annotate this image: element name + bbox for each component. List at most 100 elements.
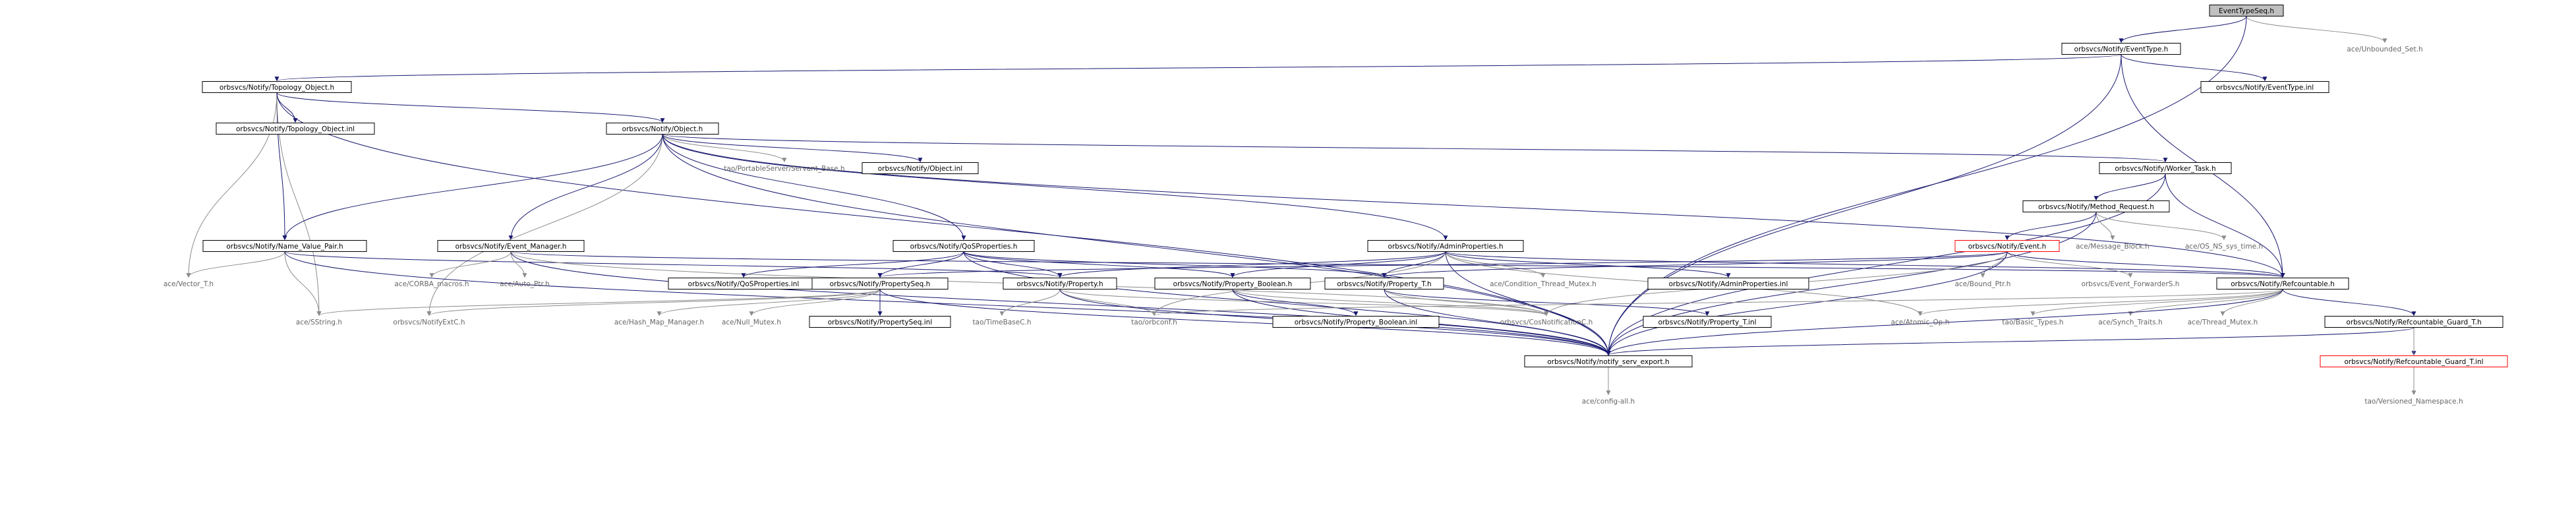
node-topology-object-h[interactable]: orbsvcs/Notify/Topology_Object.h	[202, 81, 352, 93]
node-property-seq-inl[interactable]: orbsvcs/Notify/PropertySeq.inl	[809, 316, 951, 328]
edge-name_value_pair-to-sstring	[284, 251, 322, 317]
edge-refcountable-to-synch_traits	[2128, 289, 2283, 317]
edge-refcountable-to-basic_types	[2030, 289, 2283, 317]
edge-event_h-to-event_forwarders	[2006, 251, 2133, 278]
edge-admin_properties-to-admin_properties_inl	[1445, 251, 1731, 278]
node-box	[216, 123, 375, 135]
node-label: tao/Basic_Types.h	[2002, 319, 2063, 326]
node-box	[2061, 43, 2181, 55]
edge-admin_properties-to-property_boolean	[1230, 251, 1446, 278]
node-box	[2200, 81, 2329, 93]
node-notify-serv-export[interactable]: orbsvcs/Notify/notify_serv_export.h	[1524, 355, 1693, 367]
node-box	[1154, 278, 1311, 289]
node-label: orbsvcs/Notify/Name_Value_Pair.h	[226, 243, 343, 251]
node-label: orbsvcs/Notify/Property.h	[1016, 280, 1103, 288]
node-property-boolean-inl[interactable]: orbsvcs/Notify/Property_Boolean.inl	[1272, 316, 1440, 328]
node-property-h[interactable]: orbsvcs/Notify/Property.h	[1003, 278, 1117, 289]
edge-property_boolean-to-cos_notification_c	[1232, 289, 1549, 317]
node-admin-properties-inl[interactable]: orbsvcs/Notify/AdminProperties.inl	[1647, 278, 1809, 289]
edge-property_h-to-cos_notification_c	[1059, 289, 1549, 317]
node-box	[1003, 278, 1117, 289]
node-label: ace/Vector_T.h	[163, 280, 214, 288]
node-object-inl[interactable]: orbsvcs/Notify/Object.inl	[862, 162, 979, 174]
node-property-t-inl[interactable]: orbsvcs/Notify/Property_T.inl	[1643, 316, 1772, 328]
edge-object_h-to-event_manager	[508, 134, 663, 241]
edge-root-to-unbounded_set	[2246, 16, 2387, 44]
node-name-value-pair[interactable]: orbsvcs/Notify/Name_Value_Pair.h	[202, 240, 367, 252]
node-label: ace/Auto_Ptr.h	[500, 280, 550, 288]
node-eventtype-inl[interactable]: orbsvcs/Notify/EventType.inl	[2200, 81, 2329, 93]
node-method-request[interactable]: orbsvcs/Notify/Method_Request.h	[2022, 200, 2170, 212]
edge-property_t-to-notify_serv_export	[1384, 289, 1611, 356]
edge-qos_properties-to-notify_serv_export	[963, 251, 1611, 356]
node-label: orbsvcs/Notify/Worker_Task.h	[2115, 165, 2215, 173]
node-corba-macros: ace/CORBA_macros.h	[394, 280, 469, 288]
node-worker-task[interactable]: orbsvcs/Notify/Worker_Task.h	[2099, 162, 2232, 174]
node-refcountable-guard-t[interactable]: orbsvcs/Notify/Refcountable_Guard_T.h	[2324, 316, 2503, 328]
node-qos-properties[interactable]: orbsvcs/Notify/QoSProperties.h	[893, 240, 1035, 252]
node-box	[862, 162, 979, 174]
node-message-block: ace/Message_Block.h	[2076, 243, 2150, 251]
node-admin-properties[interactable]: orbsvcs/Notify/AdminProperties.h	[1367, 240, 1524, 252]
node-os-ns-sys-time: ace/OS_NS_sys_time.h	[2185, 243, 2263, 251]
node-box	[811, 278, 949, 289]
node-qos-properties-inl[interactable]: orbsvcs/Notify/QoSProperties.inl	[668, 278, 819, 289]
edge-name_value_pair-to-notify_serv_export	[284, 251, 1611, 356]
edge-property_t-to-property_t_inl	[1384, 289, 1710, 317]
node-box	[202, 81, 352, 93]
node-atomic-op: ace/Atomic_Op.h	[1891, 319, 1950, 326]
edge-property_t-to-cos_notification_c	[1384, 289, 1549, 317]
node-event-h[interactable]: orbsvcs/Notify/Event.h	[1954, 240, 2060, 252]
node-cos-notification-c: orbsvcs/CosNotificationC.h	[1500, 319, 1593, 326]
node-label: orbsvcs/Notify/Object.h	[622, 125, 703, 133]
node-label: ace/Condition_Thread_Mutex.h	[1490, 280, 1596, 288]
edge-refcountable-to-refcountable_guard_t	[2282, 289, 2416, 317]
node-event-manager[interactable]: orbsvcs/Notify/Event_Manager.h	[437, 240, 585, 252]
node-eventtype-h[interactable]: orbsvcs/Notify/EventType.h	[2061, 43, 2181, 55]
node-thread-mutex: ace/Thread_Mutex.h	[2188, 319, 2258, 326]
node-label: orbsvcs/Notify/EventType.inl	[2216, 84, 2314, 92]
node-label: orbsvcs/Notify/Property_T.inl	[1658, 319, 1756, 326]
node-label: orbsvcs/Notify/Topology_Object.h	[220, 84, 334, 92]
node-refcountable[interactable]: orbsvcs/Notify/Refcountable.h	[2216, 278, 2349, 289]
edge-object_h-to-portable_server	[662, 134, 787, 163]
node-label: ace/Unbounded_Set.h	[2347, 46, 2422, 53]
node-box	[1954, 240, 2060, 252]
node-label: orbsvcs/CosNotificationC.h	[1500, 319, 1593, 326]
node-label: orbsvcs/Notify/PropertySeq.h	[830, 280, 931, 288]
edge-object_h-to-admin_properties	[662, 134, 1448, 241]
edge-qos_properties-to-property_h	[963, 251, 1063, 278]
edge-topology_object_h-to-topology_object_inl	[276, 92, 298, 123]
edge-property_seq-to-notify_serv_export	[879, 289, 1611, 356]
node-property-t[interactable]: orbsvcs/Notify/Property_T.h	[1324, 278, 1444, 289]
node-label: orbsvcs/Notify/Object.inl	[878, 165, 962, 173]
edge-admin_properties-to-condition_thread_mutex	[1445, 251, 1546, 278]
node-property-boolean[interactable]: orbsvcs/Notify/Property_Boolean.h	[1154, 278, 1311, 289]
node-box	[2022, 200, 2170, 212]
node-label: orbsvcs/Notify/PropertySeq.inl	[828, 319, 933, 326]
node-box	[2324, 316, 2503, 328]
edge-property_h-to-orbconf	[1059, 289, 1157, 317]
node-config-all: ace/config-all.h	[1582, 398, 1635, 406]
node-label: ace/OS_NS_sys_time.h	[2185, 243, 2263, 251]
node-root[interactable]: EventTypeSeq.h	[2209, 5, 2284, 16]
edge-refcountable_guard_t-to-notify_serv_export	[1606, 327, 2415, 356]
node-refcountable-guard-t-inl[interactable]: orbsvcs/Notify/Refcountable_Guard_T.inl	[2320, 355, 2508, 367]
node-label: orbsvcs/Notify/Refcountable_Guard_T.h	[2346, 319, 2481, 326]
edge-method_request-to-event_h	[2005, 212, 2097, 241]
node-label: orbsvcs/Notify/Property_Boolean.h	[1173, 280, 1293, 288]
node-label: tao/TimeBaseC.h	[972, 319, 1031, 326]
node-vector-t: ace/Vector_T.h	[163, 280, 214, 288]
edge-method_request-to-notify_serv_export	[1606, 212, 2097, 356]
node-object-h[interactable]: orbsvcs/Notify/Object.h	[606, 123, 719, 135]
edge-object_h-to-object_inl	[662, 134, 923, 163]
node-topology-object-inl[interactable]: orbsvcs/Notify/Topology_Object.inl	[216, 123, 375, 135]
node-label: ace/Bound_Ptr.h	[1955, 280, 2011, 288]
edge-topology_object_h-to-object_h	[276, 92, 665, 123]
node-bound-ptr: ace/Bound_Ptr.h	[1955, 280, 2011, 288]
node-box	[437, 240, 585, 252]
edge-topology_object_h-to-notify_serv_export	[276, 92, 1611, 356]
node-label: EventTypeSeq.h	[2219, 7, 2274, 15]
edge-admin_properties-to-property_h	[1057, 251, 1446, 278]
node-property-seq[interactable]: orbsvcs/Notify/PropertySeq.h	[811, 278, 949, 289]
